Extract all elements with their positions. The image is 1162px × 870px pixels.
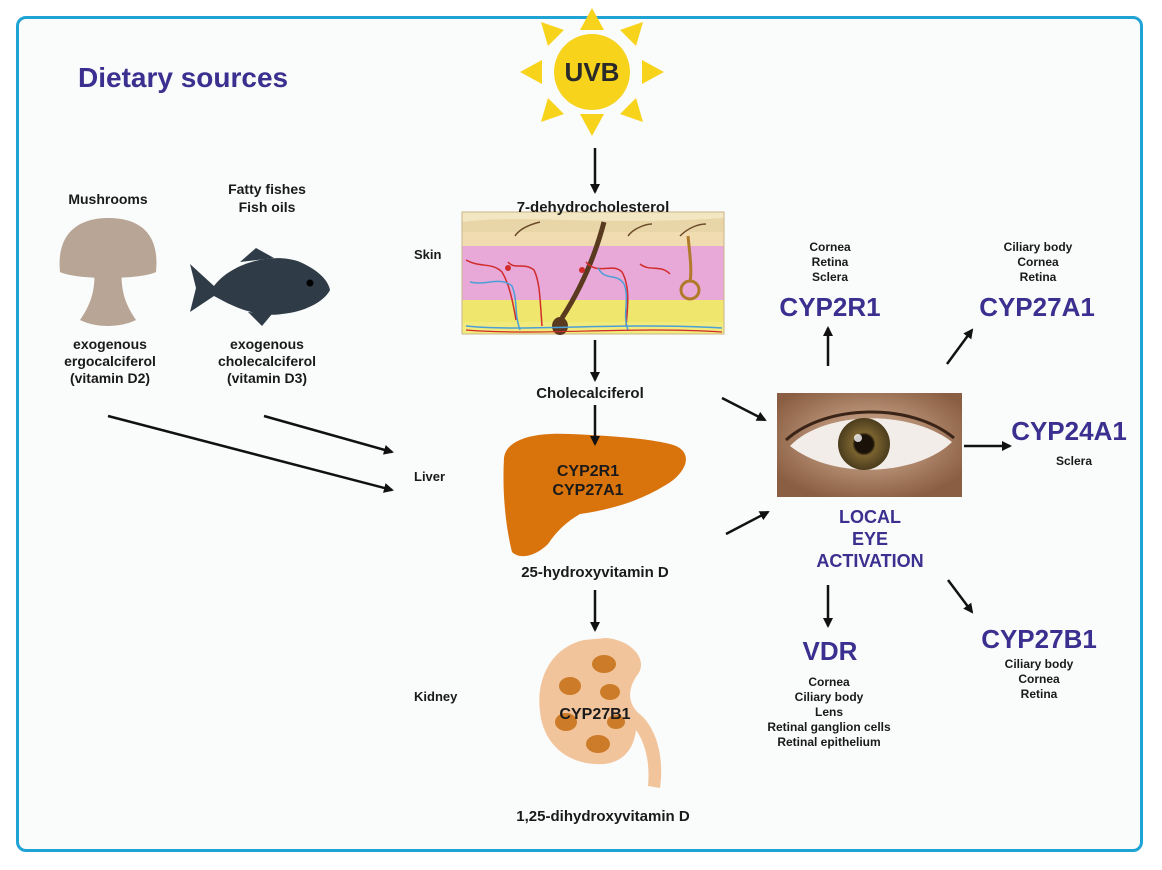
eye-photo	[777, 393, 962, 497]
25ohd-label: 25-hydroxyvitamin D	[521, 564, 669, 581]
125ohd-label: 1,25-dihydroxyvitamin D	[516, 808, 690, 825]
mushroom-caption: exogenous ergocalciferol (vitamin D2)	[64, 336, 156, 386]
arrow-25ohd-to-eye	[725, 510, 770, 536]
cyp2r1-sites: Cornea Retina Sclera	[809, 240, 851, 284]
page-title: Dietary sources	[78, 62, 289, 93]
local-eye-activation-label: LOCAL EYE ACTIVATION	[816, 507, 924, 571]
cyp27b1-label: CYP27B1	[981, 624, 1097, 654]
cyp24a1-label: CYP24A1	[1011, 416, 1127, 446]
arrow-cholecalciferol-to-eye	[721, 396, 767, 422]
organ-label-liver: Liver	[414, 469, 446, 484]
sun-icon	[520, 8, 664, 136]
fish-icon	[190, 248, 330, 326]
cyp27a1-sites: Ciliary body Cornea Retina	[1003, 240, 1073, 284]
cholecalciferol-label: Cholecalciferol	[536, 385, 644, 402]
cyp24a1-sites: Sclera	[1055, 454, 1093, 468]
liver-illustration	[503, 433, 686, 557]
arrow-d2-to-liver	[107, 414, 394, 493]
fish-caption: exogenous cholecalciferol (vitamin D3)	[217, 336, 317, 386]
cyp2r1-label: CYP2R1	[779, 292, 881, 322]
arrow-eye-to-cyp27a1	[945, 328, 974, 365]
skin-illustration	[461, 211, 725, 335]
kidney-enzyme: CYP27B1	[559, 706, 631, 723]
organ-label-kidney: Kidney	[414, 689, 458, 704]
vdr-sites: Cornea Ciliary body Lens Retinal ganglio…	[767, 675, 891, 749]
arrow-d3-to-liver	[263, 414, 394, 455]
mushroom-header: Mushrooms	[68, 191, 148, 207]
precursor-label: 7-dehydrocholesterol	[516, 199, 670, 216]
cyp27a1-label: CYP27A1	[979, 292, 1095, 322]
kidney-illustration	[539, 638, 662, 788]
sun-label: UVB	[564, 57, 620, 87]
vdr-label: VDR	[802, 636, 858, 666]
arrow-eye-to-cyp27b1	[947, 579, 974, 614]
fish-header: Fatty fishes Fish oils	[228, 181, 306, 215]
cyp27b1-sites: Ciliary body Cornea Retina	[1004, 657, 1074, 701]
organ-label-skin: Skin	[414, 247, 442, 262]
liver-enzymes: CYP2R1 CYP27A1	[552, 463, 624, 499]
mushroom-icon	[59, 218, 157, 326]
